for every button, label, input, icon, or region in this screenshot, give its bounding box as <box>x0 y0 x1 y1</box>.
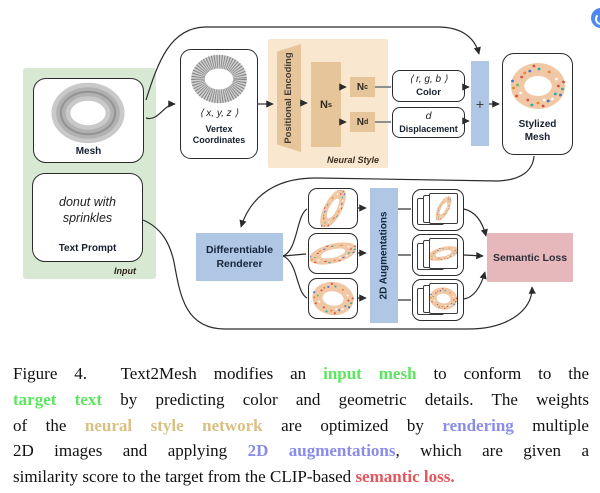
stack-card <box>429 238 458 269</box>
mesh-donut-icon <box>49 82 127 144</box>
vertex-coords-value: ⟨ x, y, z ⟩ <box>199 108 239 119</box>
displacement-value: d <box>425 110 432 122</box>
augmented-stack-3 <box>412 279 464 321</box>
render-view-3-donut-icon <box>310 280 356 317</box>
caption-highlight-semantic-loss: semantic loss. <box>355 467 455 487</box>
vertex-donut-icon <box>188 54 250 104</box>
caption-highlight-input-mesh: input mesh <box>323 364 417 383</box>
stylized-mesh-node: Stylized Mesh <box>502 53 573 155</box>
stack-card <box>429 283 458 314</box>
displacement-label: Displacement <box>399 124 458 134</box>
render-view-3 <box>308 278 358 319</box>
arrow-stack3-to-loss <box>463 271 487 300</box>
link-renderer-to-view1 <box>282 208 308 257</box>
stack-3-donut-icon <box>430 284 457 313</box>
figure-caption: Figure 4. Text2Mesh modifies an input me… <box>13 361 589 490</box>
positional-encoding-label: Positional Encoding <box>283 52 294 144</box>
render-view-1 <box>308 188 358 229</box>
prompt-text: donut with sprinkles <box>59 195 116 225</box>
floating-action-button[interactable] <box>591 8 600 28</box>
caption-highlight-neural-style: neural style network <box>84 415 263 435</box>
text-prompt-node: donut with sprinkles Text Prompt <box>32 173 143 262</box>
link-renderer-to-view3 <box>282 255 308 299</box>
stylized-mesh-label: Stylized Mesh <box>518 119 557 143</box>
caption-line: 2D images and applying 2D augmentations,… <box>13 441 589 461</box>
sum-block: + <box>471 61 489 146</box>
vertex-coordinates-node: ⟨ x, y, z ⟩ Vertex Coordinates <box>180 49 258 159</box>
input-group-tag: Input <box>114 266 136 276</box>
neural-style-tag: Neural Style <box>327 155 380 165</box>
augmentations-label: 2D Augmentations <box>378 211 390 300</box>
stylized-donut-icon <box>508 59 568 113</box>
caption-line: similarity score to the target from the … <box>13 467 455 487</box>
caption-highlight-augmentations: 2D augmentations <box>247 441 396 461</box>
link-renderer-to-view2 <box>282 253 307 257</box>
differentiable-renderer-block: Differentiable Renderer <box>196 233 283 281</box>
render-view-2-donut-icon <box>310 235 356 272</box>
arrow-stack1-to-loss <box>463 208 488 237</box>
render-view-1-donut-icon <box>310 190 356 227</box>
color-value: ⟨ r, g, b ⟩ <box>409 74 448 85</box>
semantic-loss-block: Semantic Loss <box>487 233 573 282</box>
stack-1-donut-icon <box>430 194 457 223</box>
mesh-node: Mesh <box>33 78 144 163</box>
caption-line: target text by predicting color and geom… <box>13 389 589 409</box>
color-output-node: ⟨ r, g, b ⟩ Color <box>392 70 465 102</box>
stack-card <box>429 193 458 224</box>
caption-line: of the neural style network are optimize… <box>13 415 589 435</box>
caption-line: Figure 4. Text2Mesh modifies an input me… <box>13 364 590 383</box>
caption-highlight-target-text: target text <box>13 389 103 409</box>
vertex-label: Vertex Coordinates <box>192 124 246 145</box>
arrow-stack2-to-loss <box>463 252 484 260</box>
text-prompt-label: Text Prompt <box>58 243 117 254</box>
augmented-stack-2 <box>412 234 464 276</box>
caption-highlight-rendering: rendering <box>442 415 514 435</box>
render-view-2 <box>308 233 358 274</box>
displacement-output-node: d Displacement <box>392 107 465 138</box>
augmented-stack-1 <box>412 189 464 231</box>
stack-2-donut-icon <box>430 239 457 268</box>
color-label: Color <box>416 87 441 98</box>
mesh-label: Mesh <box>75 146 102 157</box>
